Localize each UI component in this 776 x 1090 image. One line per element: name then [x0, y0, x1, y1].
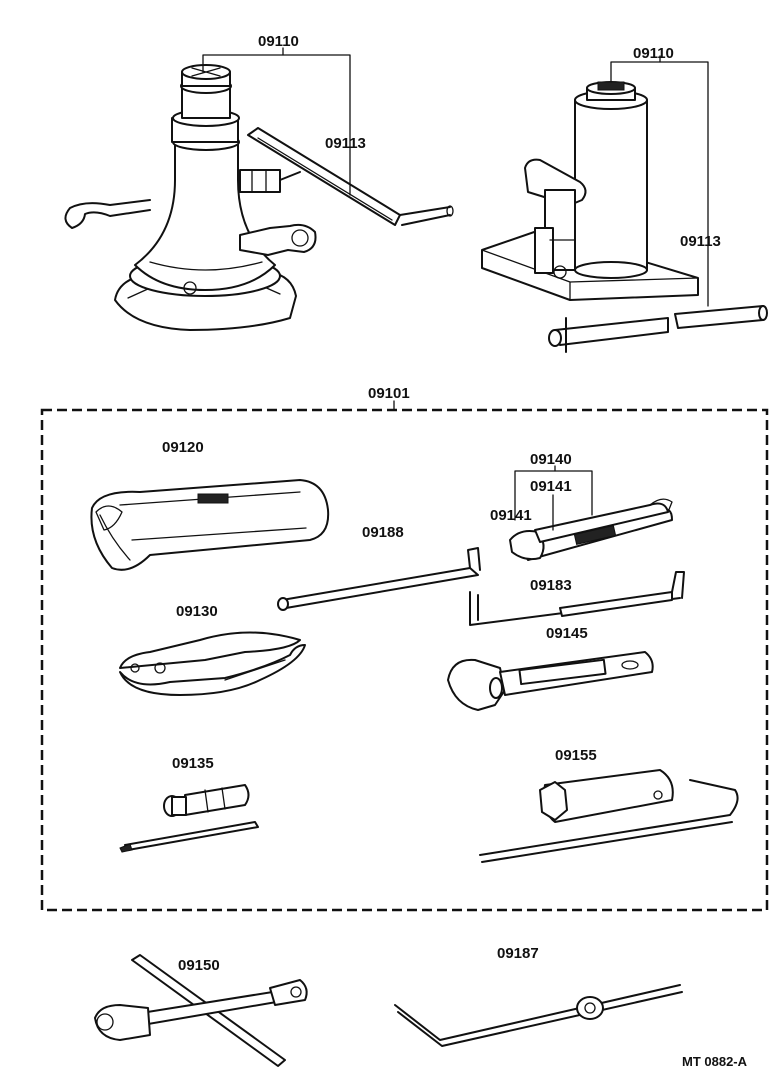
jack-a-leader [202, 54, 351, 196]
screwdriver [119, 784, 259, 853]
label-09140: 09140 [530, 451, 572, 468]
wrench-group-leader [514, 470, 593, 521]
screw-jack-handle [247, 127, 454, 226]
label-09145: 09145 [546, 625, 588, 642]
catalog-code: MT 0882-A [682, 1054, 748, 1069]
adjustable-wrench [447, 651, 654, 711]
bottle-jack [481, 81, 699, 301]
label-09188: 09188 [362, 524, 404, 541]
label-09113-a: 09113 [325, 135, 366, 152]
lug-wrench [94, 954, 308, 1067]
label-09110-b: 09110 [633, 45, 674, 62]
tool-bag [90, 479, 330, 571]
tire-lever-rod-a [277, 547, 481, 611]
label-09141-b: 09141 [490, 507, 532, 524]
label-09150: 09150 [178, 957, 220, 974]
label-09187: 09187 [497, 945, 539, 962]
label-09110-a: 09110 [258, 33, 299, 50]
label-09101: 09101 [368, 385, 410, 402]
label-09130: 09130 [176, 603, 218, 620]
label-09113-b: 09113 [680, 233, 721, 250]
label-09155: 09155 [555, 747, 597, 764]
label-09183: 09183 [530, 577, 572, 594]
bottle-jack-handle [548, 305, 768, 353]
double-end-wrenches [509, 498, 673, 561]
label-09135: 09135 [172, 755, 214, 772]
screw-jack [64, 64, 317, 331]
crank-handle [394, 984, 683, 1047]
tire-lever-rod-b [469, 571, 685, 626]
label-09141-a: 09141 [530, 478, 572, 495]
spark-plug-wrench [479, 769, 739, 863]
pliers [119, 631, 306, 696]
label-09120: 09120 [162, 439, 204, 456]
tool-set-border [40, 408, 769, 912]
